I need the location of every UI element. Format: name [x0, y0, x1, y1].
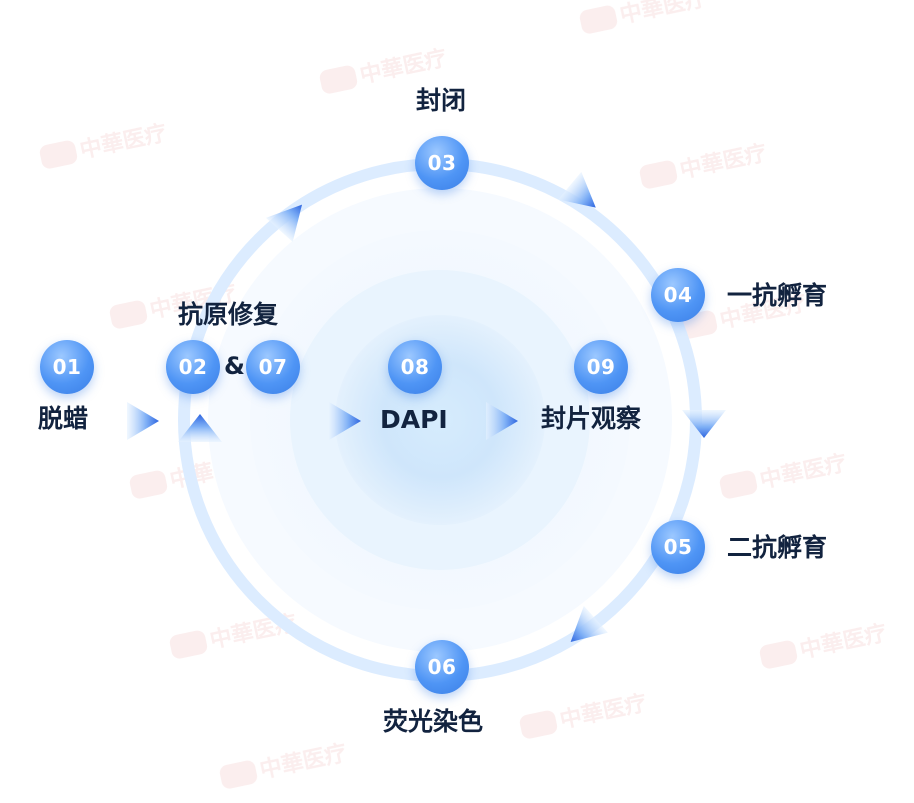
step-label-09: 封片观察 [541, 404, 642, 433]
core-disc [335, 315, 545, 525]
step-label-01: 脱蜡 [38, 404, 89, 433]
watermark: 中華医疗 [759, 620, 889, 669]
svg-text:中華医疗: 中華医疗 [618, 0, 709, 29]
flow-arrow-01-02 [127, 402, 159, 440]
watermark: 中華医疗 [519, 690, 649, 739]
step-label-02: 抗原修复 [178, 300, 279, 329]
watermark: 中華医疗 [719, 450, 849, 499]
watermark: 中華医疗 [639, 140, 769, 189]
connector-ampersand: & [224, 352, 245, 380]
svg-text:中華医疗: 中華医疗 [258, 740, 349, 784]
svg-text:中華医疗: 中華医疗 [798, 620, 889, 664]
step-badge-02: 02 [166, 340, 220, 394]
step-label-04: 一抗孵育 [727, 281, 828, 310]
flow-arrow-08-09 [486, 402, 518, 440]
ring-arrow-to-04 [558, 171, 596, 208]
ring-arrow-to-06 [570, 605, 608, 643]
svg-text:中華医疗: 中華医疗 [78, 120, 169, 164]
step-badge-05: 05 [651, 520, 705, 574]
step-badge-08: 08 [388, 340, 442, 394]
step-label-05: 二抗孵育 [727, 533, 828, 562]
svg-text:中華医疗: 中華医疗 [358, 45, 449, 89]
step-badge-04: 04 [651, 268, 705, 322]
watermark: 中華医疗 [39, 120, 169, 169]
step-label-08: DAPI [380, 405, 448, 434]
step-badge-07: 07 [246, 340, 300, 394]
watermark: 中華医疗 [219, 740, 349, 789]
svg-text:中華医疗: 中華医疗 [678, 140, 769, 184]
step-label-06: 荧光染色 [383, 707, 484, 736]
svg-text:中華医疗: 中華医疗 [758, 450, 849, 494]
svg-text:中華医疗: 中華医疗 [558, 690, 649, 734]
ring-arrow-to-03 [265, 204, 303, 242]
ring-arrow-down [682, 410, 726, 438]
step-badge-01: 01 [40, 340, 94, 394]
ring-arrow-up [178, 414, 222, 442]
step-badge-03: 03 [415, 136, 469, 190]
step-badge-09: 09 [574, 340, 628, 394]
flow-arrow-07-08 [329, 402, 361, 440]
step-label-03: 封闭 [416, 86, 467, 115]
step-badge-06: 06 [415, 640, 469, 694]
watermark: 中華医疗 [579, 0, 709, 34]
